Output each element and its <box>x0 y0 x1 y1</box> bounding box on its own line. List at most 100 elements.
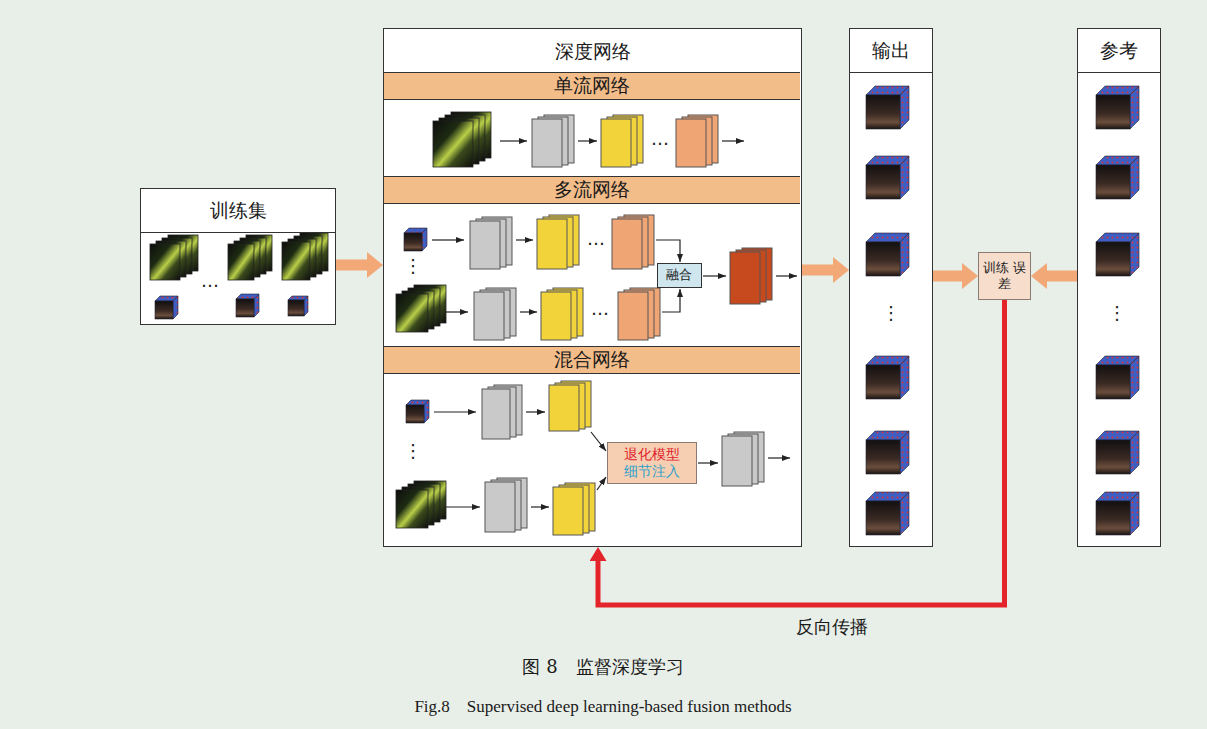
flow-arrow <box>591 432 606 451</box>
box-label: 融合 <box>660 267 699 283</box>
cube-side <box>1130 233 1139 276</box>
box-label: 细节注入 <box>610 463 694 480</box>
image-band <box>150 244 180 280</box>
cube-side <box>900 233 909 276</box>
deep-network-box: 深度网络单流网络多流网络融合混合网络退化模型细节注入 <box>383 28 802 547</box>
feature-map <box>541 292 571 340</box>
cube-front <box>155 301 173 319</box>
flow-arrow <box>500 140 527 141</box>
cube-front <box>1096 440 1130 474</box>
cube-side <box>1130 492 1139 535</box>
cube-front <box>1096 165 1130 199</box>
cube-front <box>866 501 900 535</box>
network-band: 混合网络退化模型细节注入 <box>384 346 800 546</box>
training-set-box: 训练集 <box>140 188 336 325</box>
feature-map <box>532 119 562 167</box>
cube-side <box>254 294 259 317</box>
figure-caption: 图 8 监督深度学习 <box>522 656 683 678</box>
ellipsis-mark: ⋮ <box>404 255 422 277</box>
box-label: 训练 误差 <box>981 260 1028 291</box>
cube-side <box>1130 431 1139 474</box>
flow-arrow <box>698 462 718 463</box>
cube-side <box>900 156 909 199</box>
cube-front <box>866 95 900 129</box>
flow-arrow <box>776 275 797 276</box>
cube-front <box>404 233 422 251</box>
feature-map <box>470 221 500 269</box>
flow-arrow <box>703 275 726 276</box>
flow-arrow <box>520 311 537 312</box>
feature-map <box>722 436 752 486</box>
output-column: 输出 <box>849 28 933 547</box>
flow-arrow <box>933 271 962 282</box>
ellipsis-mark: … <box>591 298 609 320</box>
flow-arrow <box>526 411 545 412</box>
flow-arrow <box>446 311 468 312</box>
cube-side <box>1130 156 1139 199</box>
cube-side <box>900 492 909 535</box>
feature-map <box>676 119 706 167</box>
heading: 参考 <box>1078 29 1160 73</box>
box-fill <box>849 28 933 547</box>
feature-map <box>612 219 642 269</box>
cube-side <box>900 356 909 399</box>
flow-arrow <box>656 240 680 262</box>
ellipsis-mark: ⋮ <box>1108 302 1126 324</box>
cube-front <box>1096 365 1130 399</box>
box-fill <box>1077 28 1161 547</box>
image-band <box>433 121 473 167</box>
cube-side <box>173 296 178 319</box>
figure-caption: Fig.8 Supervised deep learning-based fus… <box>414 697 791 717</box>
error-box: 训练 误差 <box>978 252 1031 300</box>
flow-arrow <box>578 140 597 141</box>
illustration-group <box>150 86 1139 535</box>
network-band: 多流网络融合 <box>384 176 800 346</box>
flow-arrow <box>597 477 606 490</box>
feature-map <box>474 292 504 340</box>
cube-front <box>866 440 900 474</box>
cube-side <box>900 86 909 129</box>
edge-label: 反向传播 <box>794 616 870 638</box>
heading: 单流网络 <box>384 72 800 100</box>
heading: 深度网络 <box>384 29 801 73</box>
flow-arrow <box>434 411 476 412</box>
cube-front <box>866 242 900 276</box>
network-band: 单流网络 <box>384 72 800 176</box>
box-fill <box>140 188 336 325</box>
ellipsis-mark: … <box>587 228 605 250</box>
feature-map <box>730 252 760 304</box>
box-label: 退化模型 <box>610 446 694 463</box>
feature-map <box>482 389 510 439</box>
cube-side <box>1130 86 1139 129</box>
cube-front <box>406 405 424 423</box>
flow-arrow <box>1047 271 1077 282</box>
feature-map <box>553 487 583 535</box>
ellipsis-mark: … <box>651 128 669 150</box>
flow-arrow <box>531 506 549 507</box>
cube-front <box>866 165 900 199</box>
heading: 训练集 <box>141 189 335 233</box>
feature-map <box>485 482 515 532</box>
cube-front <box>866 365 900 399</box>
flow-arrow <box>768 457 790 458</box>
cube-side <box>1130 356 1139 399</box>
heading: 混合网络 <box>384 346 800 374</box>
heading: 输出 <box>850 29 932 73</box>
flow-arrow <box>446 506 480 507</box>
model-box: 退化模型细节注入 <box>607 442 697 484</box>
flow-arrow <box>516 239 533 240</box>
feature-map <box>549 385 579 431</box>
fusion-box: 融合 <box>657 263 702 288</box>
flow-arrow <box>802 265 833 276</box>
image-band <box>282 242 310 280</box>
flow-arrow <box>336 260 367 271</box>
cube-side <box>900 431 909 474</box>
flow-arrow <box>722 140 744 141</box>
feature-map <box>618 292 648 340</box>
ellipsis-mark: ⋮ <box>404 440 422 462</box>
ellipsis-mark: … <box>201 270 219 292</box>
cube-front <box>1096 501 1130 535</box>
feature-map <box>537 219 567 269</box>
flow-arrow <box>432 239 464 240</box>
